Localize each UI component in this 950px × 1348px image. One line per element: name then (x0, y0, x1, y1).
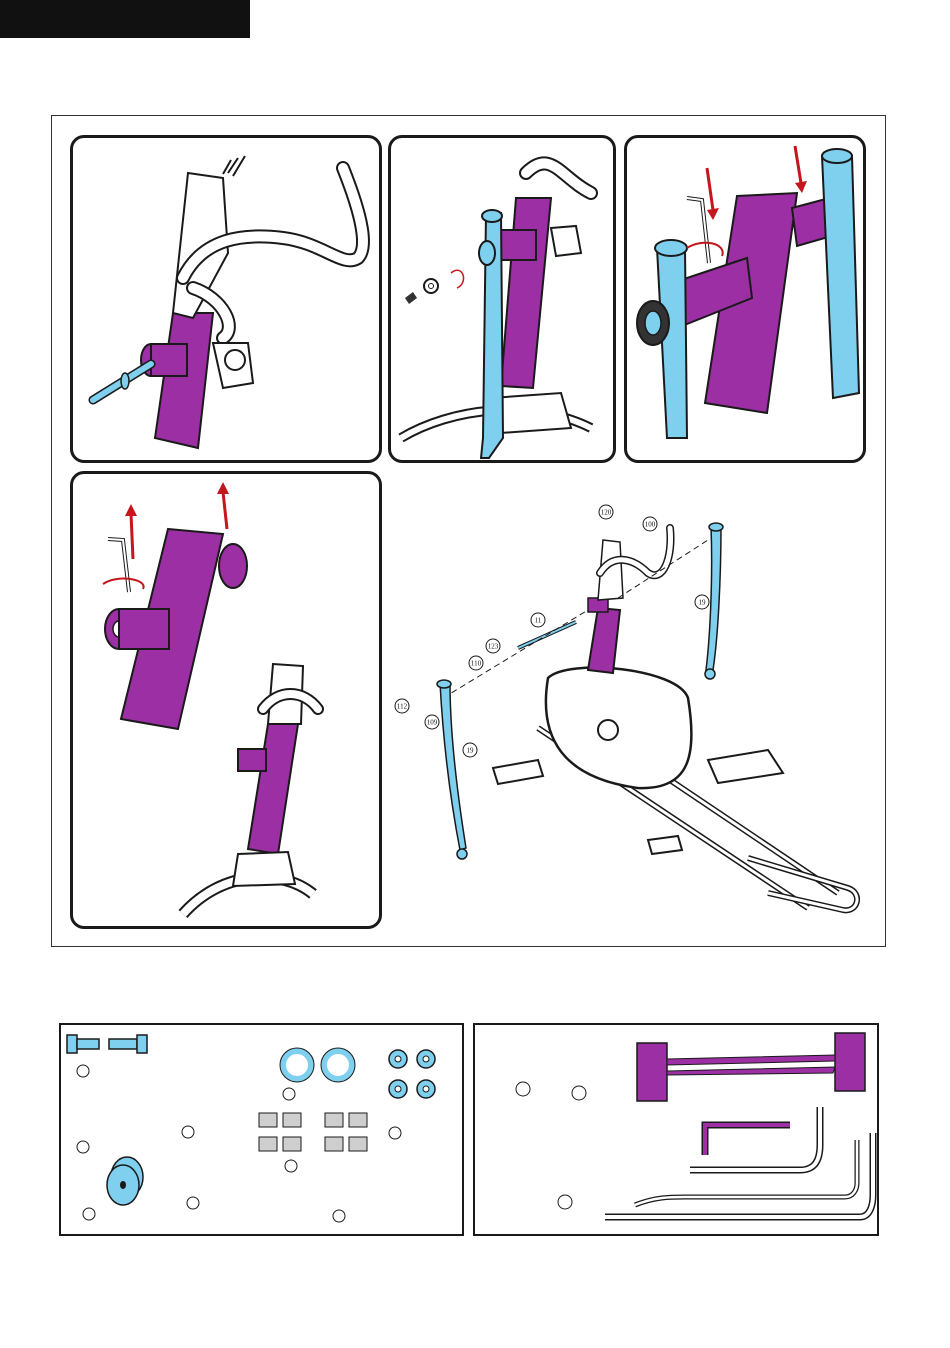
step-panel-arm-attach (388, 135, 616, 463)
hardware-pack-right (473, 1023, 879, 1236)
svg-text:19: 19 (467, 747, 475, 755)
callout-109: 109 (425, 715, 439, 729)
exploded-machine-drawing: 11 19 19 109 110 112 123 120 (388, 498, 878, 938)
svg-text:19: 19 (699, 599, 707, 607)
svg-text:120: 120 (601, 509, 612, 517)
exploded-machine-view: 11 19 19 109 110 112 123 120 (388, 498, 878, 938)
hardware-pack-left (59, 1023, 464, 1236)
callout-110: 110 (469, 656, 483, 670)
callout-upper-right: 100 (643, 517, 657, 531)
washer-icon (280, 1048, 314, 1082)
axle-icon (637, 1033, 865, 1101)
callout-112: 112 (395, 699, 409, 713)
svg-text:123: 123 (488, 643, 499, 651)
step-panel-axle-insertion (70, 135, 382, 463)
callout-11: 11 (531, 613, 545, 627)
hardware-pack-left-drawing (61, 1025, 462, 1234)
svg-text:109: 109 (427, 719, 438, 727)
arm-attach-drawing (391, 138, 613, 460)
hardware-pack-right-drawing (475, 1025, 877, 1234)
hex-bolt-icon (109, 1035, 147, 1053)
step-panel-tighten-closeup (624, 135, 866, 463)
axle-insertion-drawing (73, 138, 379, 460)
svg-text:100: 100 (645, 521, 656, 529)
header-tab (0, 0, 250, 38)
callout-upper-left: 120 (599, 505, 613, 519)
step-panel-loosen-closeup (70, 471, 382, 929)
washer-icon (321, 1048, 355, 1082)
hex-bolt-icon (67, 1035, 99, 1053)
svg-text:112: 112 (397, 703, 408, 711)
callout-123: 123 (486, 639, 500, 653)
washer-icon (107, 1157, 143, 1205)
lock-nut-icon (389, 1050, 435, 1098)
callout-19-right: 19 (695, 595, 709, 609)
loosen-closeup-drawing (73, 474, 379, 926)
tighten-closeup-drawing (627, 138, 863, 460)
allen-key-icon (705, 1125, 790, 1155)
threaded-insert-icon (259, 1113, 367, 1151)
svg-text:11: 11 (535, 617, 542, 625)
svg-text:110: 110 (471, 660, 482, 668)
callout-19-left: 19 (463, 743, 477, 757)
